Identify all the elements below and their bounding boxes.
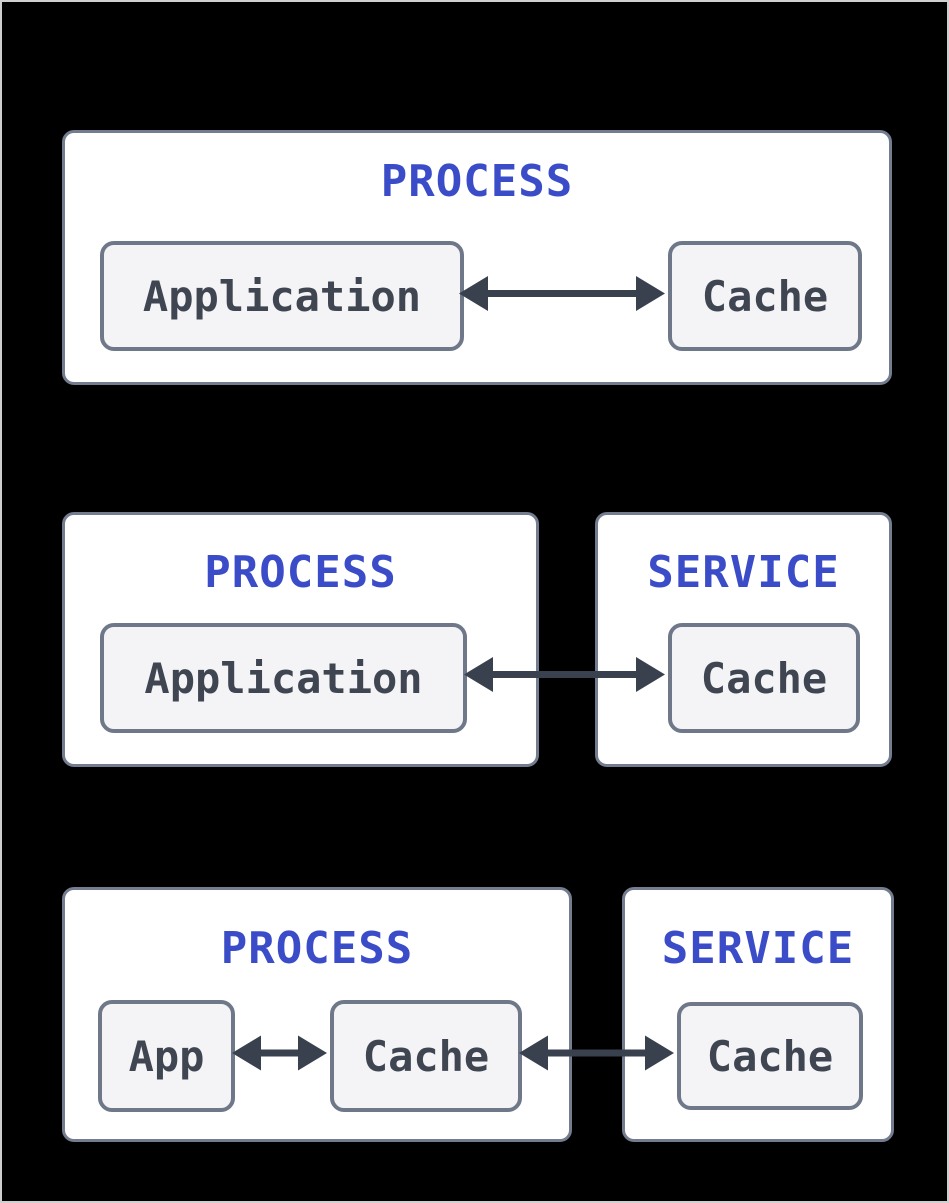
node-label: Application bbox=[144, 653, 423, 703]
node-cache: Cache bbox=[668, 241, 862, 351]
container-process-row3: PROCESS App Cache bbox=[62, 887, 572, 1142]
container-title: SERVICE bbox=[647, 547, 840, 598]
node-label: Cache bbox=[362, 1031, 490, 1081]
node-application: Application bbox=[100, 623, 467, 733]
node-label: Cache bbox=[706, 1031, 834, 1081]
container-title: PROCESS bbox=[220, 923, 414, 974]
node-cache-process: Cache bbox=[330, 1000, 522, 1112]
node-cache-service: Cache bbox=[677, 1002, 863, 1110]
container-process-row1: PROCESS Application Cache bbox=[62, 130, 892, 385]
node-label: App bbox=[128, 1031, 205, 1081]
container-service-row3: SERVICE Cache bbox=[622, 887, 894, 1142]
node-application: Application bbox=[100, 241, 464, 351]
container-process-row2: PROCESS Application bbox=[62, 512, 539, 767]
node-app: App bbox=[98, 1000, 235, 1112]
node-label: Cache bbox=[700, 653, 828, 703]
container-title: PROCESS bbox=[204, 547, 397, 598]
container-title: SERVICE bbox=[661, 923, 855, 974]
container-title: PROCESS bbox=[380, 156, 574, 207]
node-label: Cache bbox=[701, 271, 829, 321]
container-service-row2: SERVICE Cache bbox=[595, 512, 892, 767]
node-label: Application bbox=[142, 271, 422, 321]
node-cache: Cache bbox=[668, 623, 860, 733]
